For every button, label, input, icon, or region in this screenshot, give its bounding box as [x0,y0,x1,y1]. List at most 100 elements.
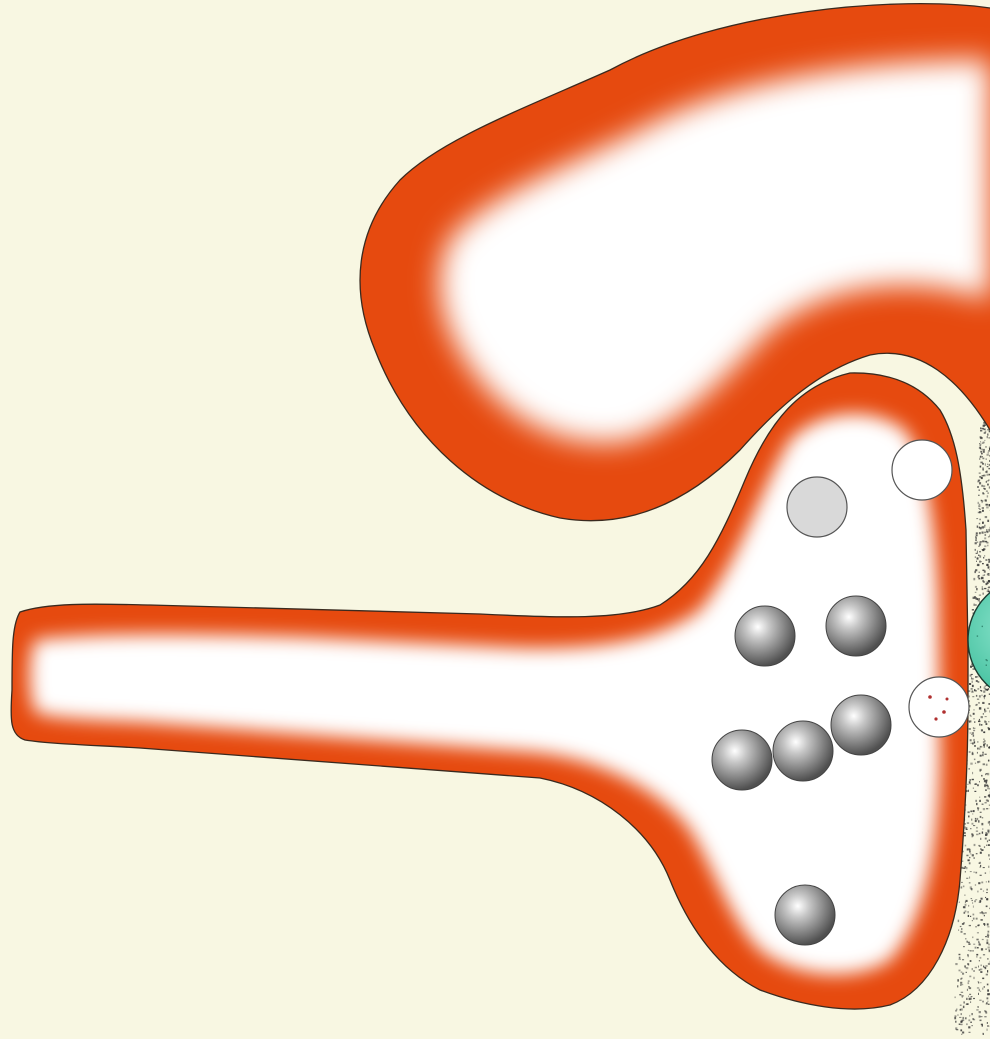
speckle [970,998,971,1000]
speckle [974,900,976,902]
speckle [968,790,969,792]
speckle [963,1006,965,1008]
speckle [974,857,975,859]
speckle [983,581,985,583]
speckle [979,695,981,697]
speckle [969,781,971,783]
speckle [959,902,960,903]
speckle [980,982,981,983]
speckle [985,534,987,536]
speckle [977,699,979,700]
speckle [980,686,981,688]
speckle [964,835,966,836]
speckle [975,690,977,691]
speckle [972,772,973,774]
speckle [979,532,981,534]
speckle [984,786,986,788]
speckle [977,932,979,933]
speckle [985,838,987,840]
speckle [980,912,982,914]
speckle [987,454,989,456]
speckle [982,507,984,509]
speckle [985,912,986,913]
speckle [961,992,963,993]
speckle [978,702,980,704]
speckle [988,881,989,883]
speckle [973,1019,975,1021]
speckle [969,751,971,753]
speckle [984,532,986,534]
filled-vesicle [712,730,772,790]
speckle [984,743,985,744]
speckle [986,780,988,782]
speckle [983,1033,984,1035]
speckle [987,429,989,430]
speckle [986,723,988,725]
speckle [979,544,981,545]
speckle [969,976,971,978]
speckle [973,810,975,812]
filled-vesicle [826,596,886,656]
speckle [972,854,974,856]
speckle [965,1017,967,1019]
speckle [960,982,962,984]
speckle [987,786,989,788]
speckle [968,816,969,818]
speckle [978,575,980,576]
speckle [979,509,980,510]
speckle [977,741,978,742]
speckle [975,539,977,541]
speckle [976,588,978,590]
speckle [979,761,981,763]
speckle [980,852,982,854]
speckle [960,1029,962,1031]
speckle [981,448,982,450]
speckle [979,989,980,991]
speckle [976,853,978,854]
speckle [979,447,981,449]
speckle [966,967,968,969]
speckle [976,918,978,920]
speckle [968,950,969,951]
speckle [982,540,984,542]
speckle [974,741,975,743]
speckle [977,557,979,559]
speckle [973,788,974,789]
speckle [979,1016,981,1018]
filled-vesicle [773,721,833,781]
speckle [983,923,985,925]
speckle [976,827,977,829]
speckle [958,930,959,931]
speckle [980,1020,982,1022]
speckle [960,984,961,985]
speckle [978,505,980,507]
speckle [977,761,978,763]
speckle [966,972,967,973]
speckle [976,561,977,562]
speckle [983,493,985,495]
speckle [968,1019,970,1021]
speckle [982,588,984,590]
speckle [959,959,961,960]
speckle [988,760,989,762]
speckle [975,586,977,588]
speckle [978,1007,979,1008]
speckle [983,954,985,955]
speckle [978,512,980,514]
speckle [976,956,977,957]
speckle [963,886,965,888]
speckle [971,898,973,899]
speckle [988,854,990,856]
speckle [970,779,971,781]
speckle [955,1016,957,1017]
speckle [987,574,989,576]
speckle [969,768,970,770]
speckle [973,713,975,715]
speckle [987,434,988,436]
speckle [956,1009,957,1011]
speckle [975,784,977,785]
speckle [969,696,970,698]
speckle [981,849,983,851]
speckle [970,763,972,765]
speckle [961,886,963,888]
